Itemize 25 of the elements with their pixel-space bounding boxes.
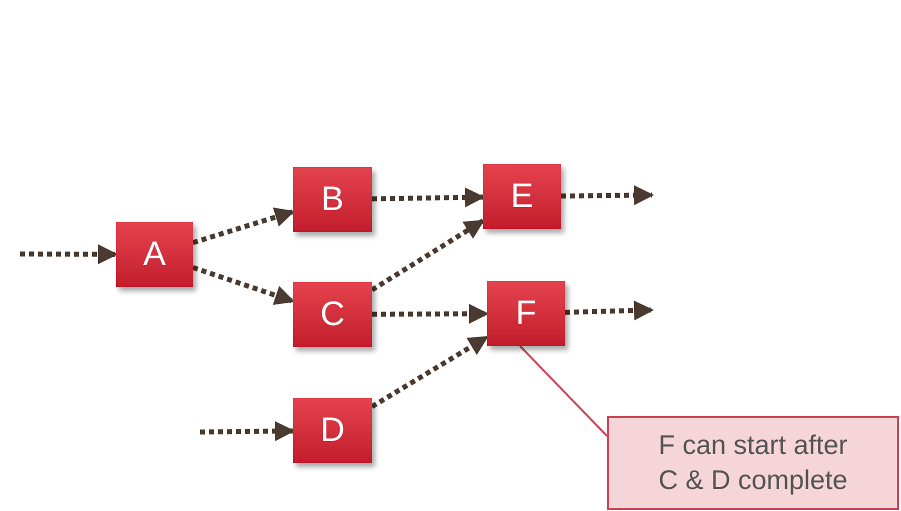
dotted-arrow — [370, 218, 485, 292]
task-label: E — [510, 176, 534, 217]
task-label: B — [321, 179, 344, 220]
task-label: F — [516, 293, 536, 334]
task-box — [293, 282, 372, 347]
dotted-arrow — [200, 421, 295, 442]
dotted-arrow — [372, 304, 489, 324]
leader-line — [519, 345, 608, 437]
task-label: A — [143, 234, 166, 275]
task-box — [116, 222, 193, 287]
dotted-arrow — [192, 207, 295, 245]
dotted-arrow — [192, 265, 295, 305]
task-box — [293, 167, 372, 232]
dotted-arrow — [372, 187, 485, 208]
task-box — [487, 281, 565, 346]
task-label: D — [320, 410, 345, 451]
callout-box — [607, 416, 899, 510]
task-box — [483, 164, 561, 229]
task-box — [293, 398, 372, 463]
dotted-arrow — [370, 334, 489, 409]
dotted-arrow — [20, 244, 118, 264]
dotted-arrow — [560, 185, 654, 206]
note-text: F can start after C & D complete — [657, 428, 849, 497]
dotted-arrow — [564, 300, 654, 320]
task-label: C — [320, 294, 345, 335]
